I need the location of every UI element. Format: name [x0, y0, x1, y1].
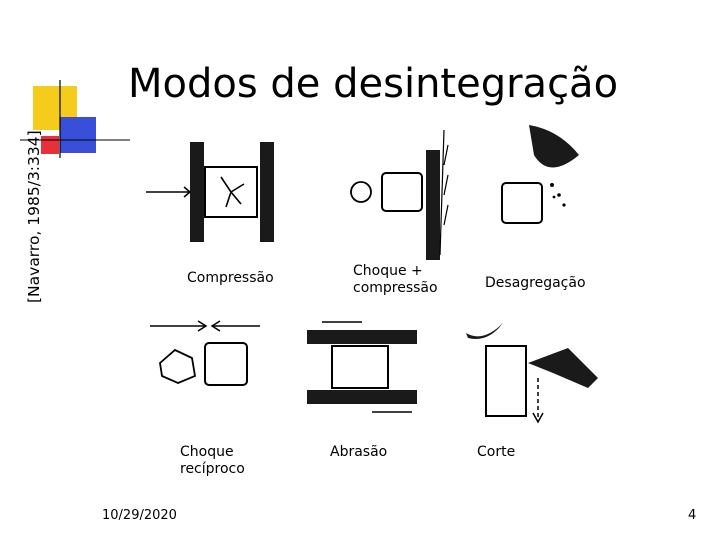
abrasion-figure: [302, 318, 422, 418]
blue-square: [60, 117, 96, 153]
label-compressao: Compressão: [187, 270, 274, 287]
page-number: 4: [688, 508, 696, 524]
label-choque-reciproco: Choque recíproco: [180, 444, 245, 478]
slide-date: 10/29/2020: [102, 508, 177, 524]
slide-title: Modos de desintegração: [128, 60, 618, 108]
label-corte: Corte: [477, 444, 515, 461]
disaggregation-figure: [494, 125, 614, 235]
reciprocal-impact-figure: [150, 318, 280, 398]
compression-figure: [146, 132, 286, 247]
label-abrasao: Abrasão: [330, 444, 387, 461]
cutting-figure: [458, 318, 608, 428]
citation: [Navarro, 1985/3:334]: [22, 123, 46, 303]
impact-compression-figure: [344, 125, 464, 260]
label-choque-compressao: Choque + compressão: [353, 263, 438, 297]
label-desagregacao: Desagregação: [485, 275, 586, 292]
